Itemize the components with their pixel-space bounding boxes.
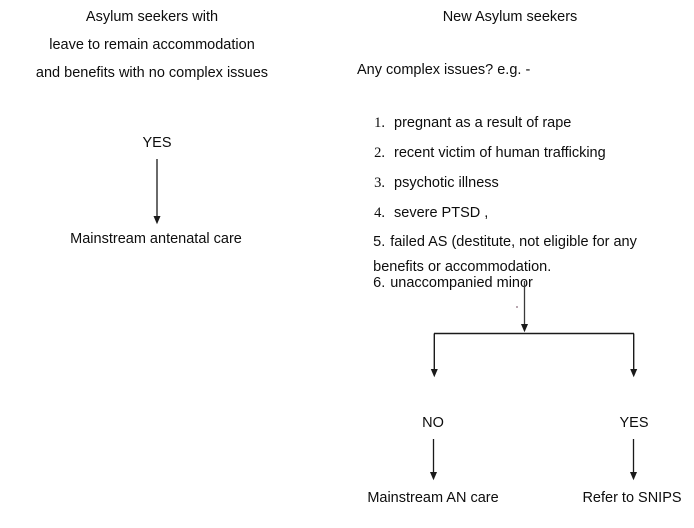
list-item: 6.unaccompanied minor: [357, 261, 533, 305]
list-item: 3. psychotic illness: [358, 161, 499, 205]
left-header-line-1: Asylum seekers with: [85, 9, 219, 25]
list-item-text: pregnant as a result of rape: [394, 114, 572, 131]
list-item-number: 1.: [374, 114, 385, 131]
list-item-number: 2.: [374, 144, 385, 161]
outcome-refer-to-snips: Refer to SNIPS: [582, 490, 682, 506]
list-item-text: recent victim of human trafficking: [394, 144, 606, 161]
left-outcome-mainstream-antenatal-care: Mainstream antenatal care: [70, 231, 242, 247]
list-item-number: 6.: [373, 274, 386, 291]
list-item-text: psychotic illness: [394, 174, 499, 191]
left-decision-yes-label: YES: [142, 135, 172, 151]
list-item-number: 3.: [374, 174, 385, 191]
right-question-complex-issues: Any complex issues? e.g. -: [357, 62, 531, 78]
split-connector: [430, 332, 638, 378]
list-item-continuation: benefits or accommodation.: [357, 245, 551, 289]
scan-artifact-speck: [516, 306, 518, 308]
list-item-text: failed AS (destitute, not eligible for a…: [390, 233, 637, 250]
list-item-text: benefits or accommodation.: [373, 258, 552, 275]
list-item-number: 4.: [374, 204, 385, 221]
list-item: 1. pregnant as a result of rape: [358, 101, 571, 145]
list-item: 4. severe PTSD ,: [358, 191, 488, 235]
list-item-number: 5.: [373, 233, 386, 250]
branch-label-yes: YES: [619, 415, 649, 431]
left-header-line-3: and benefits with no complex issues: [35, 65, 269, 81]
left-header-line-2: leave to remain accommodation: [49, 37, 255, 53]
outcome-mainstream-an-care: Mainstream AN care: [367, 490, 499, 506]
list-item: 5.failed AS (destitute, not eligible for…: [357, 220, 637, 264]
branch-label-no: NO: [422, 415, 444, 431]
right-header-new-asylum-seekers: New Asylum seekers: [442, 9, 578, 25]
list-item-text: unaccompanied minor: [390, 274, 533, 291]
list-item: 2. recent victim of human trafficking: [358, 131, 606, 175]
list-item-text: severe PTSD ,: [394, 204, 489, 221]
